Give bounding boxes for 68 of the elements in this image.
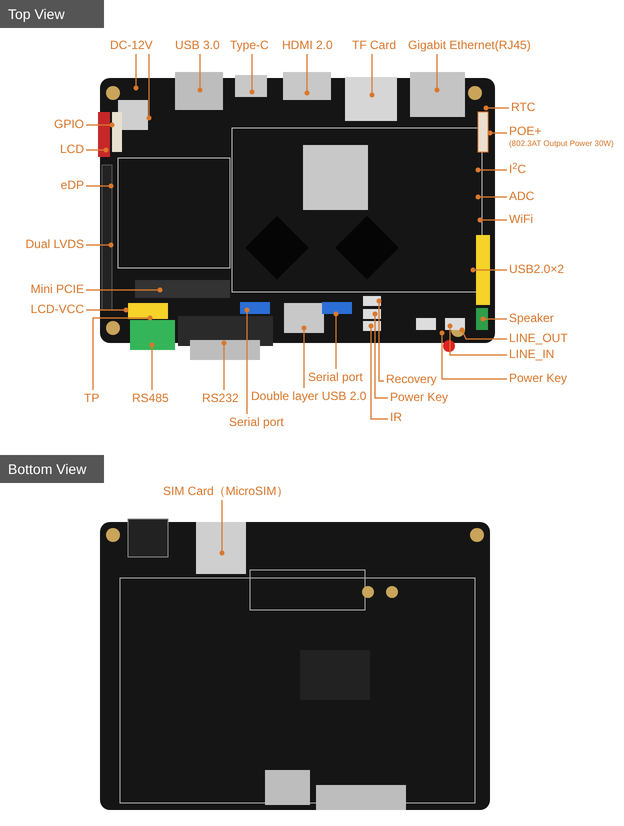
callout-label: Gigabit Ethernet(RJ45) <box>408 38 531 53</box>
section-heading: Bottom View <box>0 455 104 483</box>
callout-label: USB2.0×2 <box>509 262 564 277</box>
leader-line <box>334 312 338 369</box>
callout-label: Power Key <box>390 390 448 405</box>
callout-label: Double layer USB 2.0 <box>251 389 366 404</box>
leader-line <box>488 130 507 136</box>
leader-line <box>86 122 114 128</box>
leader-line <box>480 316 507 322</box>
leader-line <box>86 288 162 292</box>
leader-line <box>376 298 384 382</box>
callout-label: Recovery <box>386 372 437 387</box>
callout-label: DC-12V <box>110 38 153 53</box>
callout-label: Dual LVDS <box>26 237 84 252</box>
leader-line <box>434 54 440 92</box>
callout-label: LINE_OUT <box>509 331 568 346</box>
leader-line <box>86 308 128 312</box>
callout-label: TF Card <box>352 38 396 53</box>
callout-label: LINE_IN <box>509 347 554 362</box>
leader-line <box>370 54 374 98</box>
leader-line <box>470 268 507 272</box>
callout-label: RS232 <box>202 391 239 406</box>
leader-line <box>150 342 154 390</box>
callout-label: Mini PCIE <box>30 282 84 297</box>
callout-label: eDP <box>60 178 84 193</box>
leader-line <box>484 106 509 110</box>
leader-line <box>198 54 202 92</box>
callout-label: LCD-VCC <box>30 302 84 317</box>
callout-label: USB 3.0 <box>175 38 220 53</box>
callout-label: POE+ <box>509 124 542 139</box>
callout-label: LCD <box>60 142 84 157</box>
leader-line <box>476 168 507 172</box>
callout-label: Serial port <box>229 415 284 430</box>
leader-line <box>372 312 388 399</box>
callout-label: ADC <box>509 189 534 204</box>
leader-line <box>244 308 250 414</box>
leader-line <box>146 54 152 120</box>
leader-line <box>448 324 507 356</box>
callout-label: HDMI 2.0 <box>282 38 333 53</box>
leader-line <box>134 54 138 90</box>
leader-line <box>368 324 388 420</box>
callout-label: I$^{2}$C <box>509 162 526 177</box>
leader-line <box>460 328 507 340</box>
leader-line <box>302 326 306 388</box>
leader-line <box>476 194 507 200</box>
leader-line <box>304 54 310 96</box>
leader-line <box>440 330 507 380</box>
callout-label: WiFi <box>509 212 533 227</box>
callout-label: TP <box>84 391 100 406</box>
leader-line <box>220 500 224 556</box>
leader-line <box>86 148 108 152</box>
leader-line <box>250 54 254 94</box>
leader-line <box>478 218 507 222</box>
leader-line <box>86 242 114 248</box>
leader-line <box>92 316 152 390</box>
callout-label: Speaker <box>509 311 554 326</box>
callout-label: RTC <box>511 100 536 115</box>
callout-label: RS485 <box>132 391 169 406</box>
section-heading: Top View <box>0 0 104 28</box>
callout-label: Power Key <box>509 371 568 386</box>
callout-label: Serial port <box>308 370 363 385</box>
callout-label: Type-C <box>230 38 269 53</box>
callout-label: SIM Card（MicroSIM） <box>163 484 288 499</box>
callout-note: (802.3AT Output Power 30W) <box>509 139 614 149</box>
leader-line <box>222 340 226 390</box>
callout-label: IR <box>390 410 402 425</box>
leader-line <box>86 184 114 188</box>
callout-label: GPIO <box>54 117 84 132</box>
